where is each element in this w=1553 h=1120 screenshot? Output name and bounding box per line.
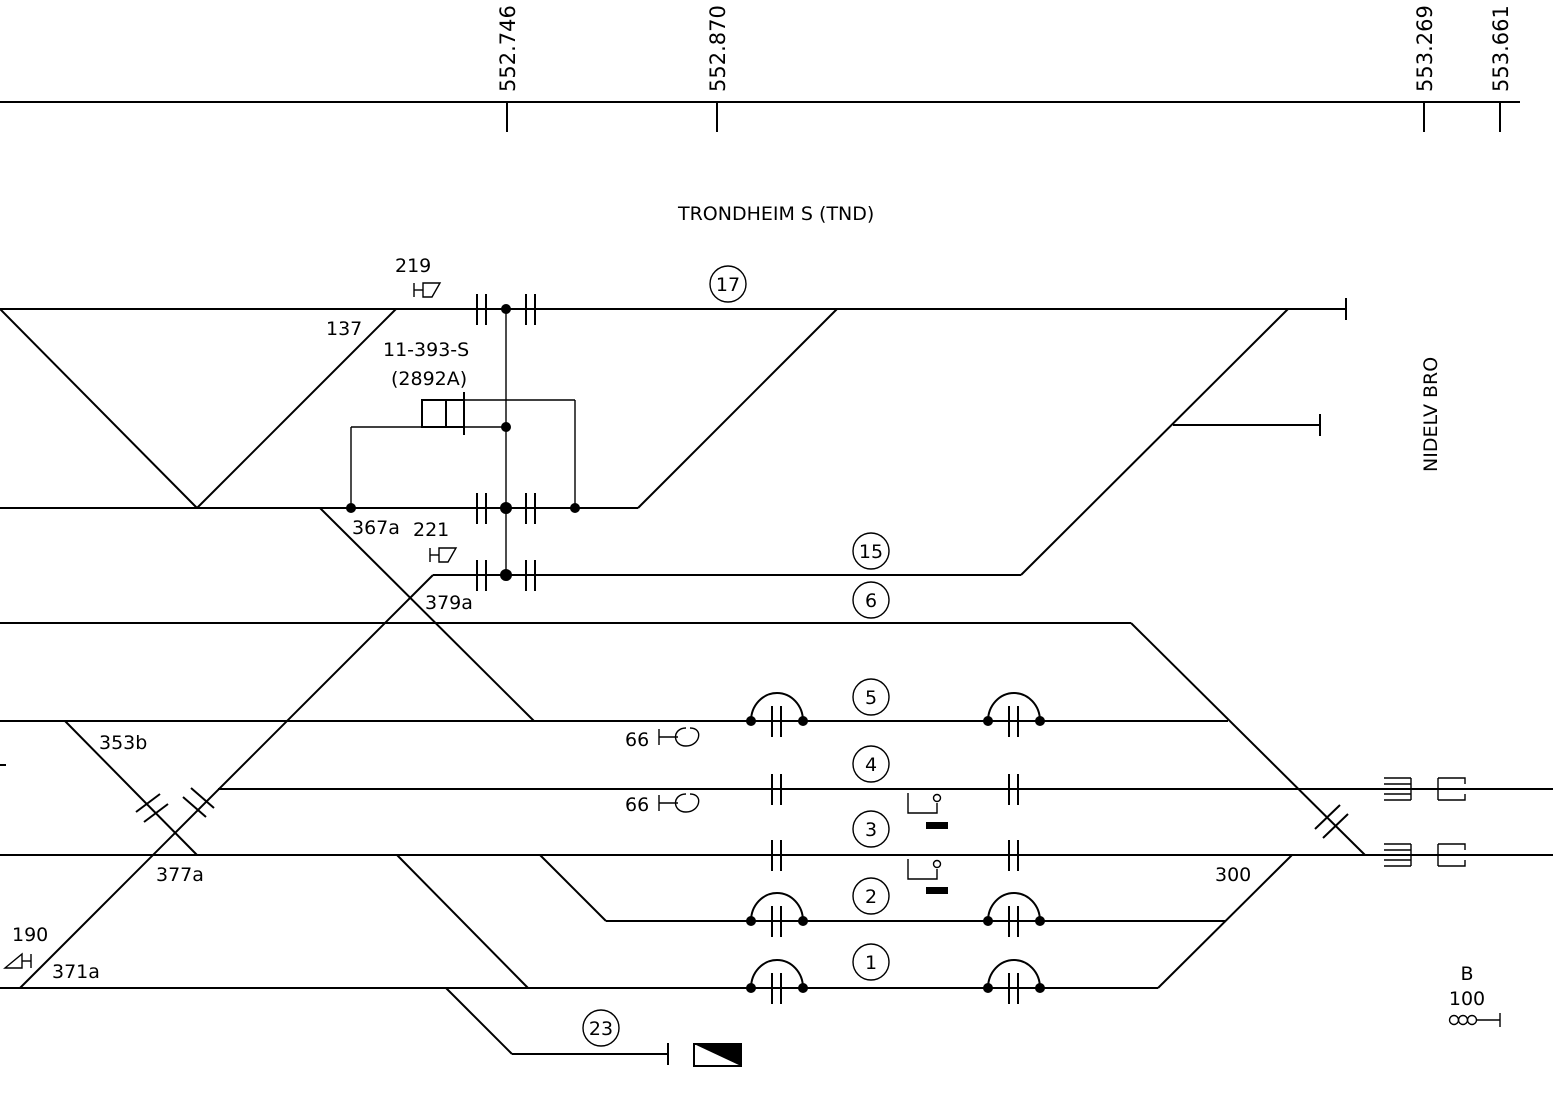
switch-label: 137 xyxy=(326,318,362,340)
signal-label: 190 xyxy=(12,924,48,946)
track-number-label: 2 xyxy=(865,886,877,908)
interlocking-wiring xyxy=(350,309,576,575)
interlocking-code: 11-393-S xyxy=(383,339,469,361)
chainage-label: 553.269 xyxy=(1413,5,1437,92)
bridge-label: NIDELV BRO xyxy=(1420,357,1442,472)
station-title: TRONDHEIM S (TND) xyxy=(677,203,874,225)
switch-label: 379a xyxy=(425,592,473,614)
switch-label: 300 xyxy=(1215,864,1251,886)
chainage-label: 553.661 xyxy=(1489,5,1513,92)
speed-label: 66 xyxy=(625,729,649,751)
switch-label: 353b xyxy=(99,732,147,754)
track-number-label: 5 xyxy=(865,687,877,709)
track-number-label: 6 xyxy=(865,590,877,612)
bridge-connector-icon xyxy=(1384,777,1466,801)
track-number-label: 17 xyxy=(716,274,740,296)
switch-label: 367a xyxy=(352,517,400,539)
buffer-stop-icon xyxy=(693,1043,742,1067)
track-number-label: 23 xyxy=(589,1018,613,1040)
speed-label: 66 xyxy=(625,794,649,816)
track-number-label: 4 xyxy=(865,754,877,776)
signal-label: 219 xyxy=(395,255,431,277)
chainage-label: 552.870 xyxy=(706,5,730,92)
ground-device-icon xyxy=(907,859,948,894)
interlocking-box-icon xyxy=(421,392,465,435)
dwarf-signal-icon xyxy=(429,547,458,563)
switch-connections xyxy=(0,308,1366,1055)
switch-label: 371a xyxy=(52,961,100,983)
switch-label: 377a xyxy=(156,864,204,886)
track-lines xyxy=(0,298,1553,1065)
interlocking-sub: (2892A) xyxy=(391,368,467,390)
track-numbers: 17 15 6 5 4 3 2 1 23 xyxy=(582,265,890,1047)
track-number-label: 3 xyxy=(865,819,877,841)
signal-label: 221 xyxy=(413,519,449,541)
sign-icon xyxy=(1448,1013,1501,1027)
speed-sign-icon xyxy=(658,727,700,747)
chainage-label: 552.746 xyxy=(496,5,520,92)
track-number-label: 15 xyxy=(859,541,883,563)
insulated-joints xyxy=(135,294,1349,1004)
track-number-label: 1 xyxy=(865,952,877,974)
ground-device-icon xyxy=(907,793,948,829)
joint-arcs xyxy=(750,692,1041,989)
chainage-ruler: 552.746 552.870 553.269 553.661 xyxy=(0,5,1520,132)
sign-number: 100 xyxy=(1449,988,1485,1010)
bridge-connector-icon xyxy=(1384,843,1466,867)
dwarf-signal-icon xyxy=(3,952,32,969)
sign-letter: B xyxy=(1460,963,1473,985)
dwarf-signal-icon xyxy=(413,282,442,298)
speed-sign-icon xyxy=(658,793,700,813)
